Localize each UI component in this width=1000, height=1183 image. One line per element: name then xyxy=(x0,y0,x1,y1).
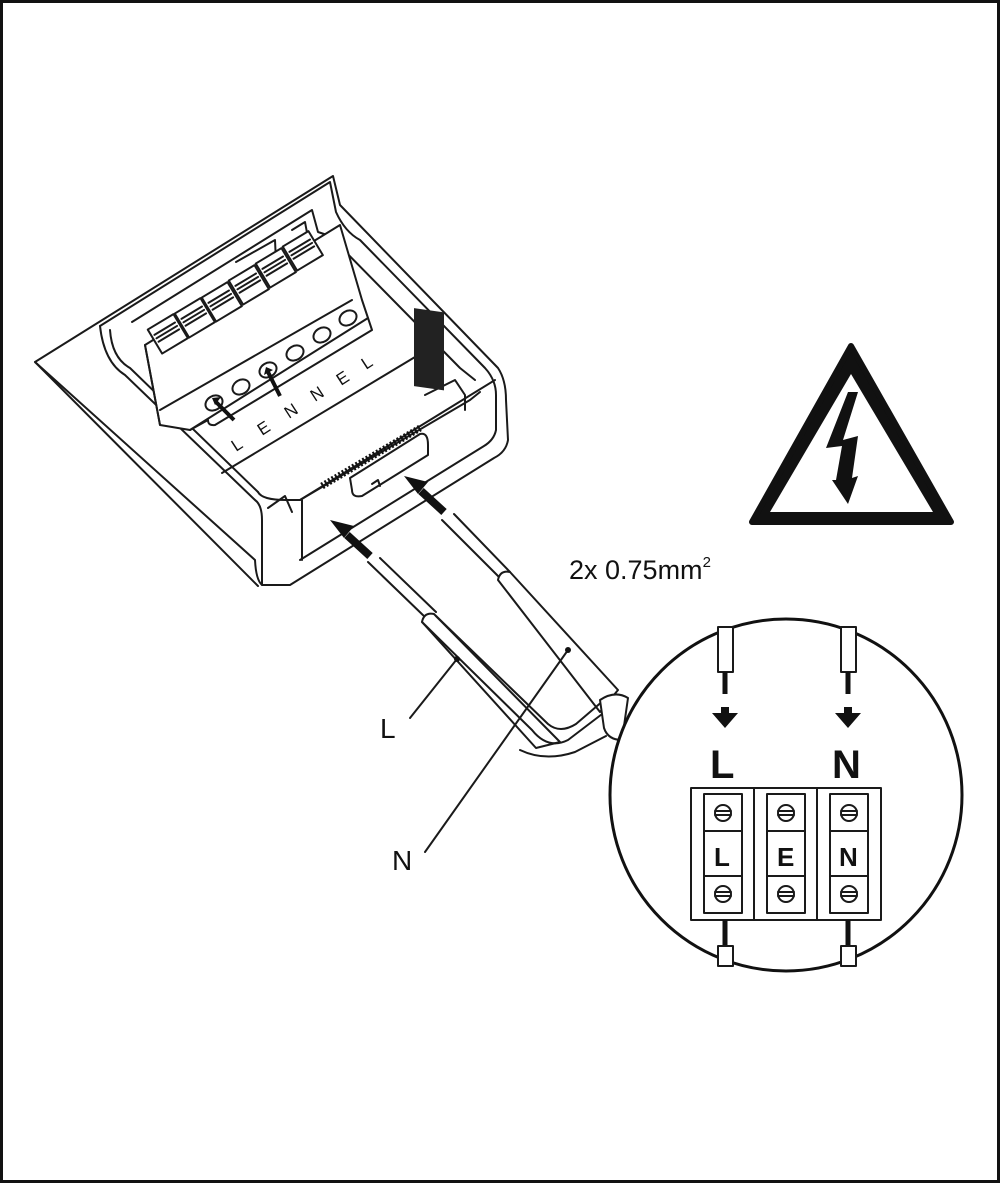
terminal-neutral: N xyxy=(829,793,869,914)
wire-label-live: L xyxy=(710,743,734,787)
cable-spec: 2x 0.75mm2 xyxy=(569,554,711,585)
callout-neutral: N xyxy=(392,647,571,876)
terminal-detail: L N L E N xyxy=(608,617,964,973)
terminal-strip: L E N xyxy=(690,787,882,921)
terminal-label-live: L xyxy=(714,842,730,872)
terminal-push-keys xyxy=(146,230,324,355)
electrical-hazard-warning-icon xyxy=(749,343,954,525)
insert-arrow-icon xyxy=(330,476,447,559)
terminal-live: L xyxy=(703,793,743,914)
strain-relief-spring xyxy=(320,424,422,490)
terminal-label-earth: E xyxy=(777,842,794,872)
callout-live: L xyxy=(380,656,460,744)
vent-grille xyxy=(414,308,444,391)
callout-live-label: L xyxy=(380,713,396,744)
junction-box: L E N N E L xyxy=(34,175,509,587)
wire-neutral xyxy=(835,626,861,728)
callout-neutral-label: N xyxy=(392,845,412,876)
wire-label-neutral: N xyxy=(832,743,861,787)
terminal-earth: E xyxy=(766,793,806,914)
cable xyxy=(367,513,629,758)
wire-live xyxy=(712,626,738,728)
terminal-label-neutral: N xyxy=(839,842,858,872)
